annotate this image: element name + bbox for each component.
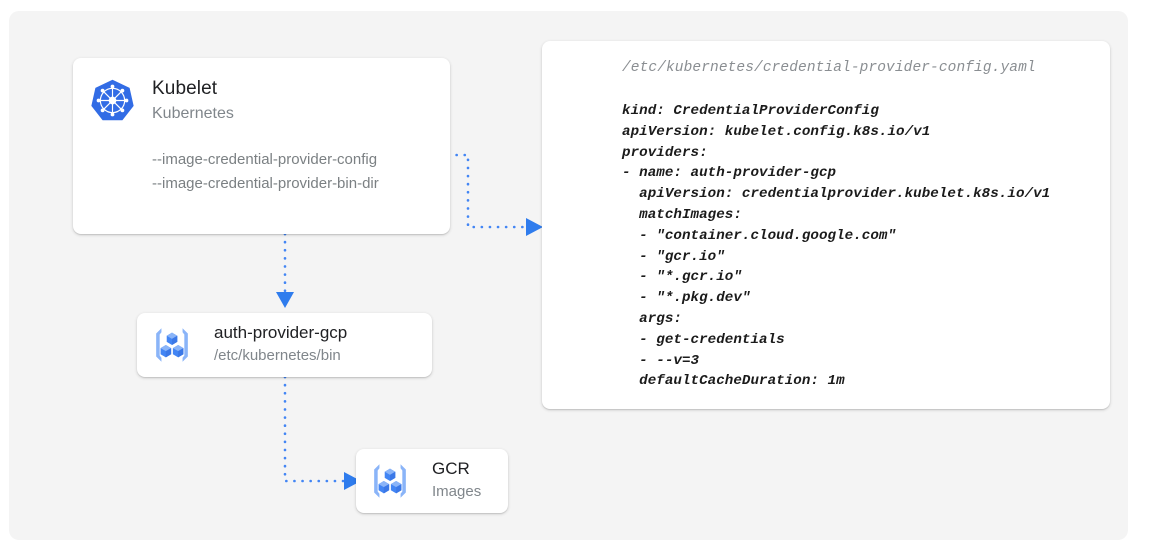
- cube-bottom-right: [172, 345, 184, 358]
- gcr-card[interactable]: GCR Images: [356, 449, 508, 513]
- config-file-path: /etc/kubernetes/credential-provider-conf…: [622, 60, 1036, 76]
- config-file-content: kind: CredentialProviderConfig apiVersio…: [622, 103, 1051, 390]
- cube-top: [166, 332, 178, 345]
- cube-bottom-left: [378, 481, 390, 494]
- cube-bottom-left: [160, 345, 172, 358]
- gcr-subtitle: Images: [432, 483, 482, 500]
- auth-provider-subtitle: /etc/kubernetes/bin: [214, 347, 341, 364]
- kubelet-flags-list: --image-credential-provider-config --ima…: [152, 148, 379, 196]
- auth-provider-title: auth-provider-gcp: [214, 323, 348, 342]
- auth-provider-gcp-card[interactable]: auth-provider-gcp /etc/kubernetes/bin: [137, 313, 432, 377]
- gcr-title: GCR: [432, 459, 470, 478]
- cube-top: [384, 468, 396, 481]
- container-registry-icon: [150, 323, 194, 367]
- credential-provider-config-card[interactable]: /etc/kubernetes/credential-provider-conf…: [542, 41, 1110, 409]
- cube-bottom-right: [390, 481, 402, 494]
- kubelet-flag-bin-dir: --image-credential-provider-bin-dir: [152, 175, 379, 192]
- container-registry-icon: [368, 459, 412, 503]
- kubelet-subtitle: Kubernetes: [152, 105, 234, 122]
- kubelet-title: Kubelet: [152, 78, 218, 99]
- kubelet-flag-config: --image-credential-provider-config: [152, 151, 378, 168]
- kubernetes-logo-icon: [90, 78, 135, 123]
- kubelet-card[interactable]: Kubelet Kubernetes --image-credential-pr…: [73, 58, 450, 234]
